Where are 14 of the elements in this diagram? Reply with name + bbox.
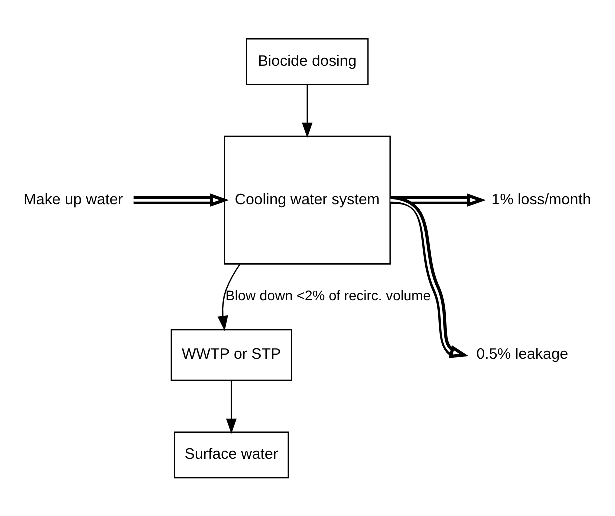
node-text: 1% loss/month: [492, 190, 592, 208]
node-box: Cooling water system: [224, 135, 391, 264]
node-text: 0.5% leakage: [476, 346, 568, 363]
node-text: Make up water: [24, 190, 124, 208]
node-box: Surface water: [174, 431, 290, 478]
arrow: [392, 196, 469, 358]
arrow: [302, 84, 313, 138]
arrow: [218, 264, 241, 331]
arrow: [226, 380, 237, 434]
node-box: WWTP or STP: [170, 328, 292, 381]
edge-label: Blow down <2% of recirc. volume: [226, 287, 431, 304]
arrow: [134, 193, 230, 206]
arrow: [390, 193, 486, 206]
node-box: Biocide dosing: [246, 38, 369, 85]
